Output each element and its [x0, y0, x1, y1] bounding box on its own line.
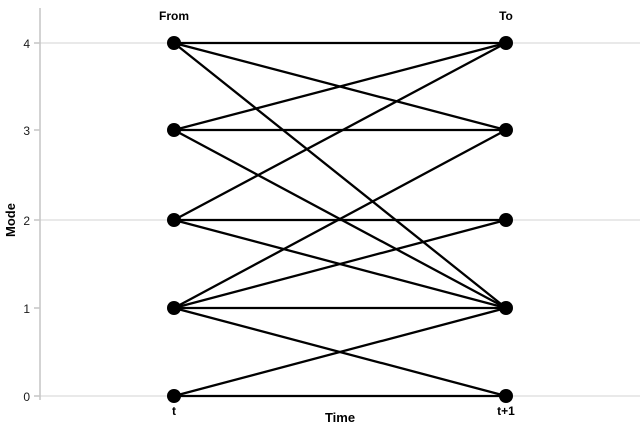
y-tick-label-0: 0 — [23, 390, 30, 404]
edge-3-to-4 — [172, 41, 508, 132]
node-to-mode-1[interactable] — [499, 301, 513, 315]
node-to-mode-2[interactable] — [499, 213, 513, 227]
y-axis-tick-labels: 4 3 2 1 0 — [23, 37, 30, 404]
column-header-from: From — [159, 9, 189, 23]
node-from-mode-2[interactable] — [167, 213, 181, 227]
node-to-mode-0[interactable] — [499, 389, 513, 403]
x-tick-label-t-plus-1: t+1 — [497, 404, 515, 418]
node-from-mode-3[interactable] — [167, 123, 181, 137]
edge-0-to-1 — [172, 306, 508, 398]
from-nodes — [167, 36, 181, 403]
node-from-mode-4[interactable] — [167, 36, 181, 50]
x-tick-label-t: t — [172, 404, 176, 418]
edge-2-to-4 — [172, 41, 508, 222]
y-axis-ticks — [34, 42, 40, 397]
edge-1-to-2 — [172, 218, 508, 310]
y-tick-label-3: 3 — [23, 124, 30, 138]
column-header-to: To — [499, 9, 513, 23]
edge-1-to-3 — [172, 128, 508, 310]
y-axis-title: Mode — [3, 203, 18, 237]
to-nodes — [499, 36, 513, 403]
node-from-mode-1[interactable] — [167, 301, 181, 315]
node-to-mode-3[interactable] — [499, 123, 513, 137]
y-tick-label-2: 2 — [23, 214, 30, 228]
transition-edges — [172, 41, 508, 398]
x-axis-title: Time — [325, 410, 355, 425]
node-to-mode-4[interactable] — [499, 36, 513, 50]
node-from-mode-0[interactable] — [167, 389, 181, 403]
edge-4-to-1 — [172, 41, 508, 310]
y-tick-label-1: 1 — [23, 302, 30, 316]
y-tick-label-4: 4 — [23, 37, 30, 51]
